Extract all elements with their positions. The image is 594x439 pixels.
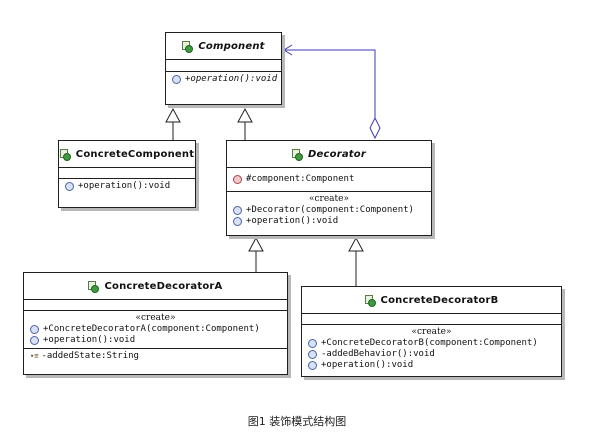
class-header: ConcreteComponent: [59, 141, 195, 168]
class-header: ConcreteDecoratorA: [24, 273, 287, 300]
class-header: Component: [166, 33, 281, 60]
operation-item: +ConcreteDecoratorA(component:Component): [30, 324, 281, 335]
inheritance-arrow-decorator-b: [348, 236, 364, 252]
public-operation-icon: [65, 182, 74, 191]
operation-item: +operation():void: [172, 74, 277, 85]
class-icon: [292, 148, 304, 161]
class-concrete-decorator-a[interactable]: ConcreteDecoratorA «create» +ConcreteDec…: [23, 272, 288, 375]
class-name: ConcreteComponent: [75, 148, 195, 160]
class-decorator[interactable]: Decorator #component:Component «create» …: [226, 140, 432, 236]
operations-section: «create» +ConcreteDecoratorA(component:C…: [24, 311, 287, 349]
class-name: ConcreteDecoratorA: [104, 280, 223, 292]
operations-section: «create» +Decorator(component:Component)…: [227, 192, 431, 229]
class-icon: [59, 148, 71, 161]
operations-section: «create» +ConcreteDecoratorB(component:C…: [302, 325, 561, 373]
field-item: #component:Component: [233, 174, 425, 185]
operation-item: +operation():void: [233, 216, 425, 227]
public-operation-icon: [233, 217, 242, 226]
inheritance-arrow-decorator: [237, 107, 253, 123]
public-operation-icon: [308, 361, 317, 370]
operation-item: +ConcreteDecoratorB(component:Component): [308, 338, 555, 349]
fields-section: [59, 168, 195, 179]
stereotype-label: «create»: [135, 313, 176, 323]
operation-item: +operation():void: [30, 335, 281, 346]
inheritance-arrow-concrete-component: [165, 107, 181, 123]
public-operation-icon: [172, 75, 181, 84]
stereotype-label: «create»: [309, 194, 349, 204]
class-concrete-component[interactable]: ConcreteComponent +operation():void: [58, 140, 196, 208]
fields-section: [166, 60, 281, 72]
aggregation-line: [284, 49, 376, 120]
public-operation-icon: [233, 206, 242, 215]
fields-section: [24, 300, 287, 311]
operation-item: +operation():void: [65, 181, 189, 192]
association-arrowhead: [283, 44, 293, 56]
operation-item: +Decorator(component:Component): [233, 205, 425, 216]
class-name: ConcreteDecoratorB: [380, 294, 499, 306]
public-operation-icon: [30, 325, 39, 334]
inheritance-arrow-decorator-a: [248, 236, 264, 252]
class-header: ConcreteDecoratorB: [302, 287, 561, 314]
operations-section: +operation():void: [59, 179, 195, 194]
operation-item: +operation():void: [308, 360, 555, 371]
public-operation-icon: [308, 339, 317, 348]
class-icon: [88, 280, 100, 293]
stereotype-label: «create»: [411, 327, 452, 337]
class-component[interactable]: Component +operation():void: [165, 32, 282, 105]
fields-section: #component:Component: [227, 168, 431, 192]
extra-fields-section: ▾≡-addedState:String: [24, 349, 287, 364]
class-icon: [364, 294, 376, 307]
class-header: Decorator: [227, 141, 431, 168]
class-concrete-decorator-b[interactable]: ConcreteDecoratorB «create» +ConcreteDec…: [301, 286, 562, 377]
private-operation-icon: [308, 350, 317, 359]
operations-section: +operation():void: [166, 72, 281, 87]
class-icon: [182, 40, 194, 53]
field-item: ▾≡-addedState:String: [30, 351, 139, 361]
figure-caption: 图1 装饰模式结构图: [247, 415, 347, 428]
fields-section: [302, 314, 561, 325]
class-name: Component: [198, 40, 265, 52]
operation-item: -addedBehavior():void: [308, 349, 555, 360]
protected-field-icon: [233, 175, 242, 184]
private-field-icon: ▾≡: [30, 352, 39, 360]
public-operation-icon: [30, 336, 39, 345]
aggregation-diamond: [369, 116, 381, 140]
class-name: Decorator: [308, 148, 366, 160]
